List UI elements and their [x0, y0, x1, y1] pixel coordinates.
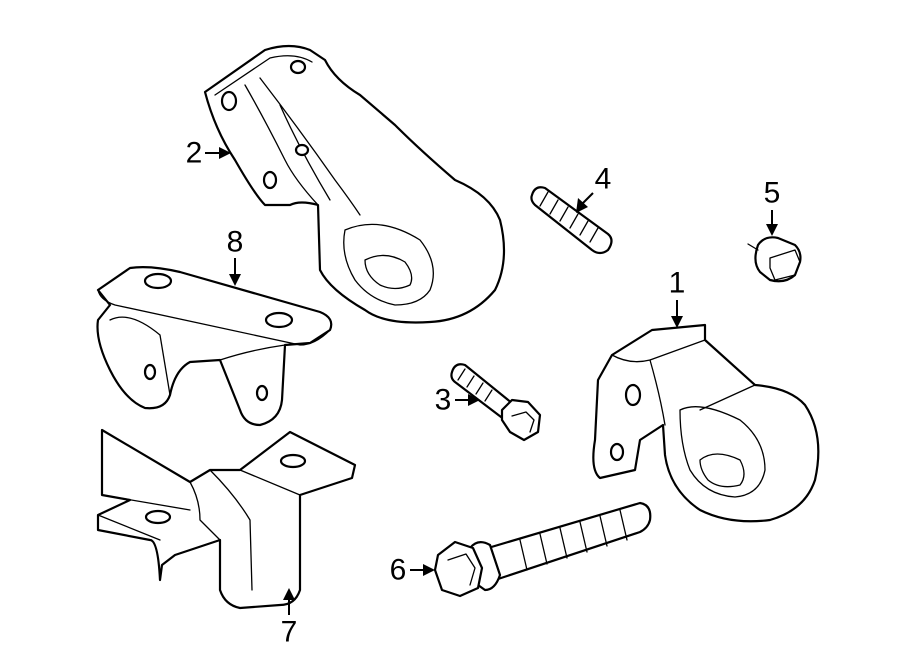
- arrowhead: [766, 224, 778, 236]
- part-5-nut[interactable]: [747, 236, 802, 283]
- arrowhead: [423, 564, 435, 576]
- callout-1: 1: [669, 267, 686, 328]
- arrowhead: [283, 588, 295, 600]
- arrowhead: [576, 198, 588, 213]
- part-1-mount[interactable]: [592, 323, 820, 523]
- callout-7: 7: [281, 588, 298, 649]
- callout-label: 4: [595, 163, 612, 196]
- part-3-bolt[interactable]: [450, 363, 542, 442]
- callout-label: 8: [227, 226, 244, 259]
- part-6-bolt[interactable]: [433, 501, 652, 598]
- part-8-bracket[interactable]: [96, 266, 333, 427]
- callout-label: 3: [435, 384, 452, 417]
- part-4-stud[interactable]: [530, 186, 613, 255]
- callout-2: 2: [186, 137, 231, 170]
- callout-4: 4: [576, 163, 612, 213]
- callout-label: 2: [186, 137, 203, 170]
- arrowhead: [219, 147, 231, 159]
- part-7-bracket[interactable]: [96, 428, 357, 610]
- part-2-mount-bracket[interactable]: [203, 44, 506, 324]
- callout-3: 3: [435, 384, 480, 417]
- callout-label: 6: [390, 554, 407, 587]
- callout-label: 5: [764, 177, 781, 210]
- callout-label: 1: [669, 267, 686, 300]
- arrowhead: [468, 394, 480, 406]
- callout-8: 8: [227, 226, 244, 286]
- callout-6: 6: [390, 554, 435, 587]
- callout-5: 5: [764, 177, 781, 236]
- arrowhead: [229, 274, 241, 286]
- arrowhead: [671, 316, 683, 328]
- callout-label: 7: [281, 616, 298, 649]
- leader-line: [582, 192, 594, 204]
